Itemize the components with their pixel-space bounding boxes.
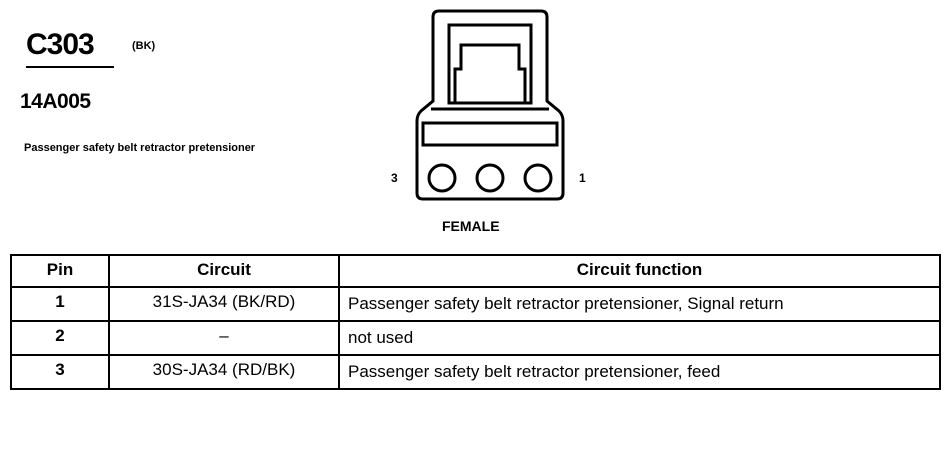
connector-color: (BK) [132, 40, 156, 52]
pin-number: 1 [10, 286, 110, 322]
pin-number: 3 [10, 354, 110, 390]
table-row: 3 30S-JA34 (RD/BK) Passenger safety belt… [10, 354, 941, 390]
pin-label-left: 3 [391, 171, 398, 185]
circuit-id: 30S-JA34 (RD/BK) [108, 354, 340, 390]
connector-id-underline [26, 66, 114, 68]
function-column-header: Circuit function [338, 254, 941, 288]
pinout-table: Pin Circuit Circuit function 1 31S-JA34 … [10, 254, 941, 390]
pin-cavity-3 [427, 163, 457, 193]
connector-description: Passenger safety belt retractor pretensi… [24, 142, 256, 154]
pin-column-header: Pin [10, 254, 110, 288]
circuit-function: Passenger safety belt retractor pretensi… [338, 286, 941, 322]
pin-cavity-2 [475, 163, 505, 193]
connector-gender-label: FEMALE [442, 218, 500, 234]
pin-cavity-1 [523, 163, 553, 193]
circuit-function: not used [338, 320, 941, 356]
pin-label-right: 1 [579, 171, 586, 185]
circuit-function: Passenger safety belt retractor pretensi… [338, 354, 941, 390]
table-row: 2 – not used [10, 320, 941, 356]
connector-face-diagram [415, 9, 565, 201]
circuit-id: 31S-JA34 (BK/RD) [108, 286, 340, 322]
circuit-column-header: Circuit [108, 254, 340, 288]
circuit-id: – [108, 320, 340, 356]
pinout-header-row: Pin Circuit Circuit function [10, 254, 941, 288]
connector-id: C303 [26, 28, 95, 61]
connector-locking-latch-outer [447, 23, 533, 105]
connector-key-slot [421, 121, 559, 147]
pin-number: 2 [10, 320, 110, 356]
connector-outer-shell [415, 9, 565, 201]
connector-locking-latch-inner [453, 43, 527, 105]
table-row: 1 31S-JA34 (BK/RD) Passenger safety belt… [10, 286, 941, 322]
part-number: 14A005 [20, 90, 91, 113]
